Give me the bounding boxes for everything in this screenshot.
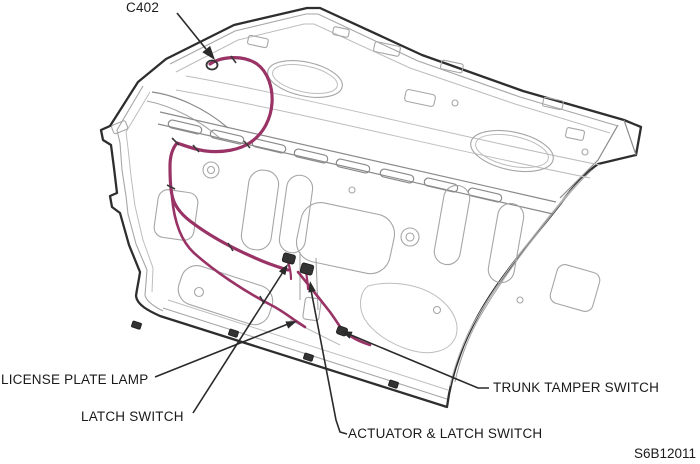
latch-switch-connector: [281, 252, 296, 265]
harness-actuator-branch: [296, 270, 372, 347]
actuator-latch-connector: [299, 262, 315, 276]
hinge-arm-lines: [111, 91, 229, 141]
speaker-opening-left: [267, 60, 343, 98]
callout-actuator-latch-switch: ACTUATOR & LATCH SWITCH: [348, 426, 543, 441]
inner-panel-details: [153, 161, 601, 354]
callout-c402: C402: [126, 0, 160, 15]
harness-hardware: [166, 55, 349, 337]
leader-license-plate-lamp: [154, 321, 297, 378]
harness-clips: [166, 55, 265, 305]
deck-cutouts: [247, 26, 589, 156]
harness-main-run: [168, 56, 290, 272]
callout-license-plate-lamp: LICENSE PLATE LAMP: [1, 372, 149, 387]
leader-trunk-tamper-switch: [341, 331, 489, 389]
leader-actuator-latch-switch: [308, 281, 348, 435]
callout-leaders: [154, 12, 489, 435]
leader-latch-switch: [192, 264, 288, 414]
slot-band-openings: [167, 119, 503, 203]
trunk-lid-outline: [99, 6, 643, 409]
leader-c402: [176, 12, 215, 60]
c402-connector: [205, 59, 219, 71]
deck-panel-details: [157, 26, 601, 215]
figure-code: S6B12011: [634, 446, 697, 461]
speaker-opening-right: [470, 129, 554, 173]
callout-trunk-tamper-switch: TRUNK TAMPER SWITCH: [493, 380, 660, 395]
callout-latch-switch: LATCH SWITCH: [81, 409, 184, 424]
bottom-edge-clips: [131, 320, 399, 389]
harness-license-lamp-branch: [170, 195, 307, 329]
wiring-harness: [168, 56, 372, 347]
